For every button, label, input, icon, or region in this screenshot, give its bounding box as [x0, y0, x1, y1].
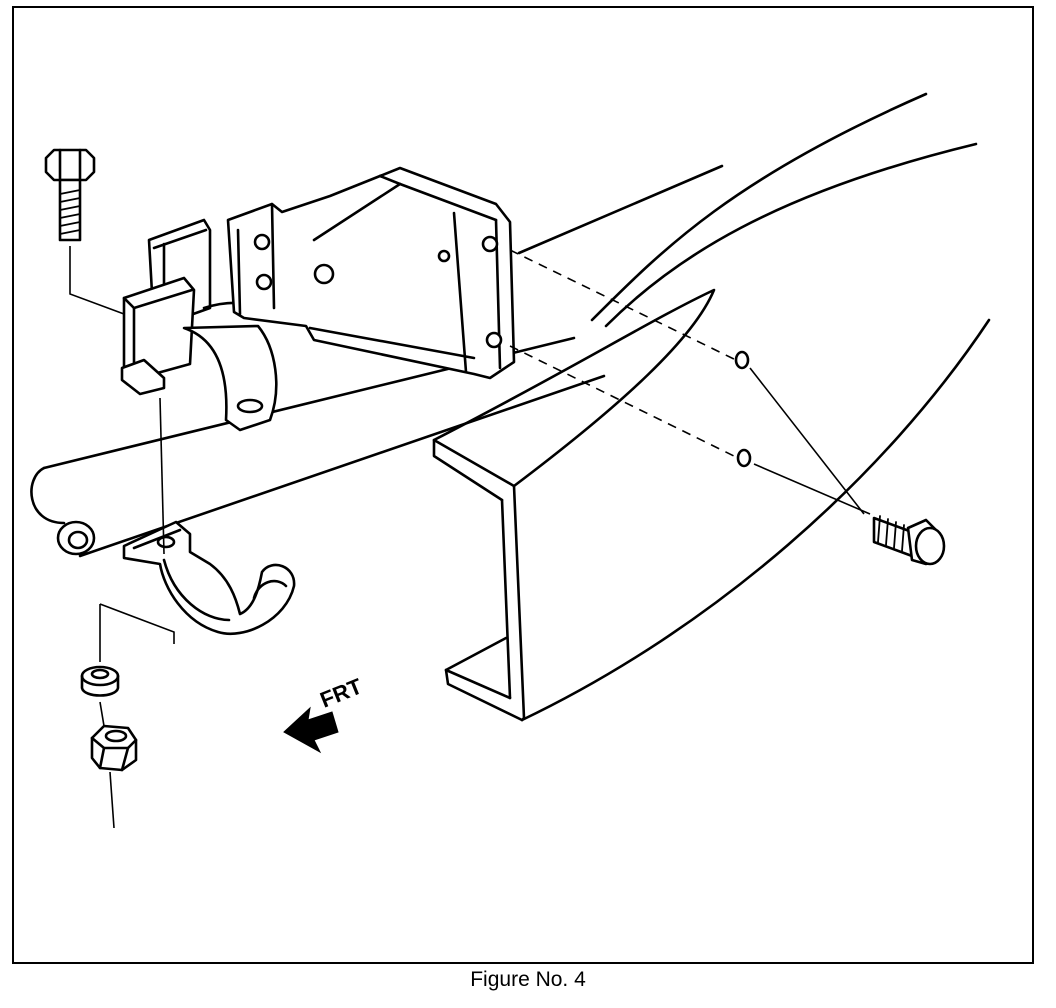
lower-clamp [122, 520, 296, 635]
front-direction-indicator: FRT [283, 673, 367, 754]
upper-clamp [120, 218, 286, 432]
nut-icon [90, 724, 138, 772]
washer-icon [80, 665, 120, 697]
assembly-lines [69, 246, 871, 829]
figure-frame: FRT [12, 6, 1034, 964]
bolt-icon [872, 515, 946, 566]
direction-label: FRT [317, 673, 367, 712]
frame-rail [432, 92, 991, 722]
figure-caption: Figure No. 4 [470, 968, 586, 991]
bolt-icon [44, 148, 96, 242]
mounting-bracket [226, 166, 516, 380]
frame-holes [734, 350, 752, 468]
front-arrow-icon [283, 706, 339, 754]
exploded-view-diagram: FRT [30, 92, 991, 829]
